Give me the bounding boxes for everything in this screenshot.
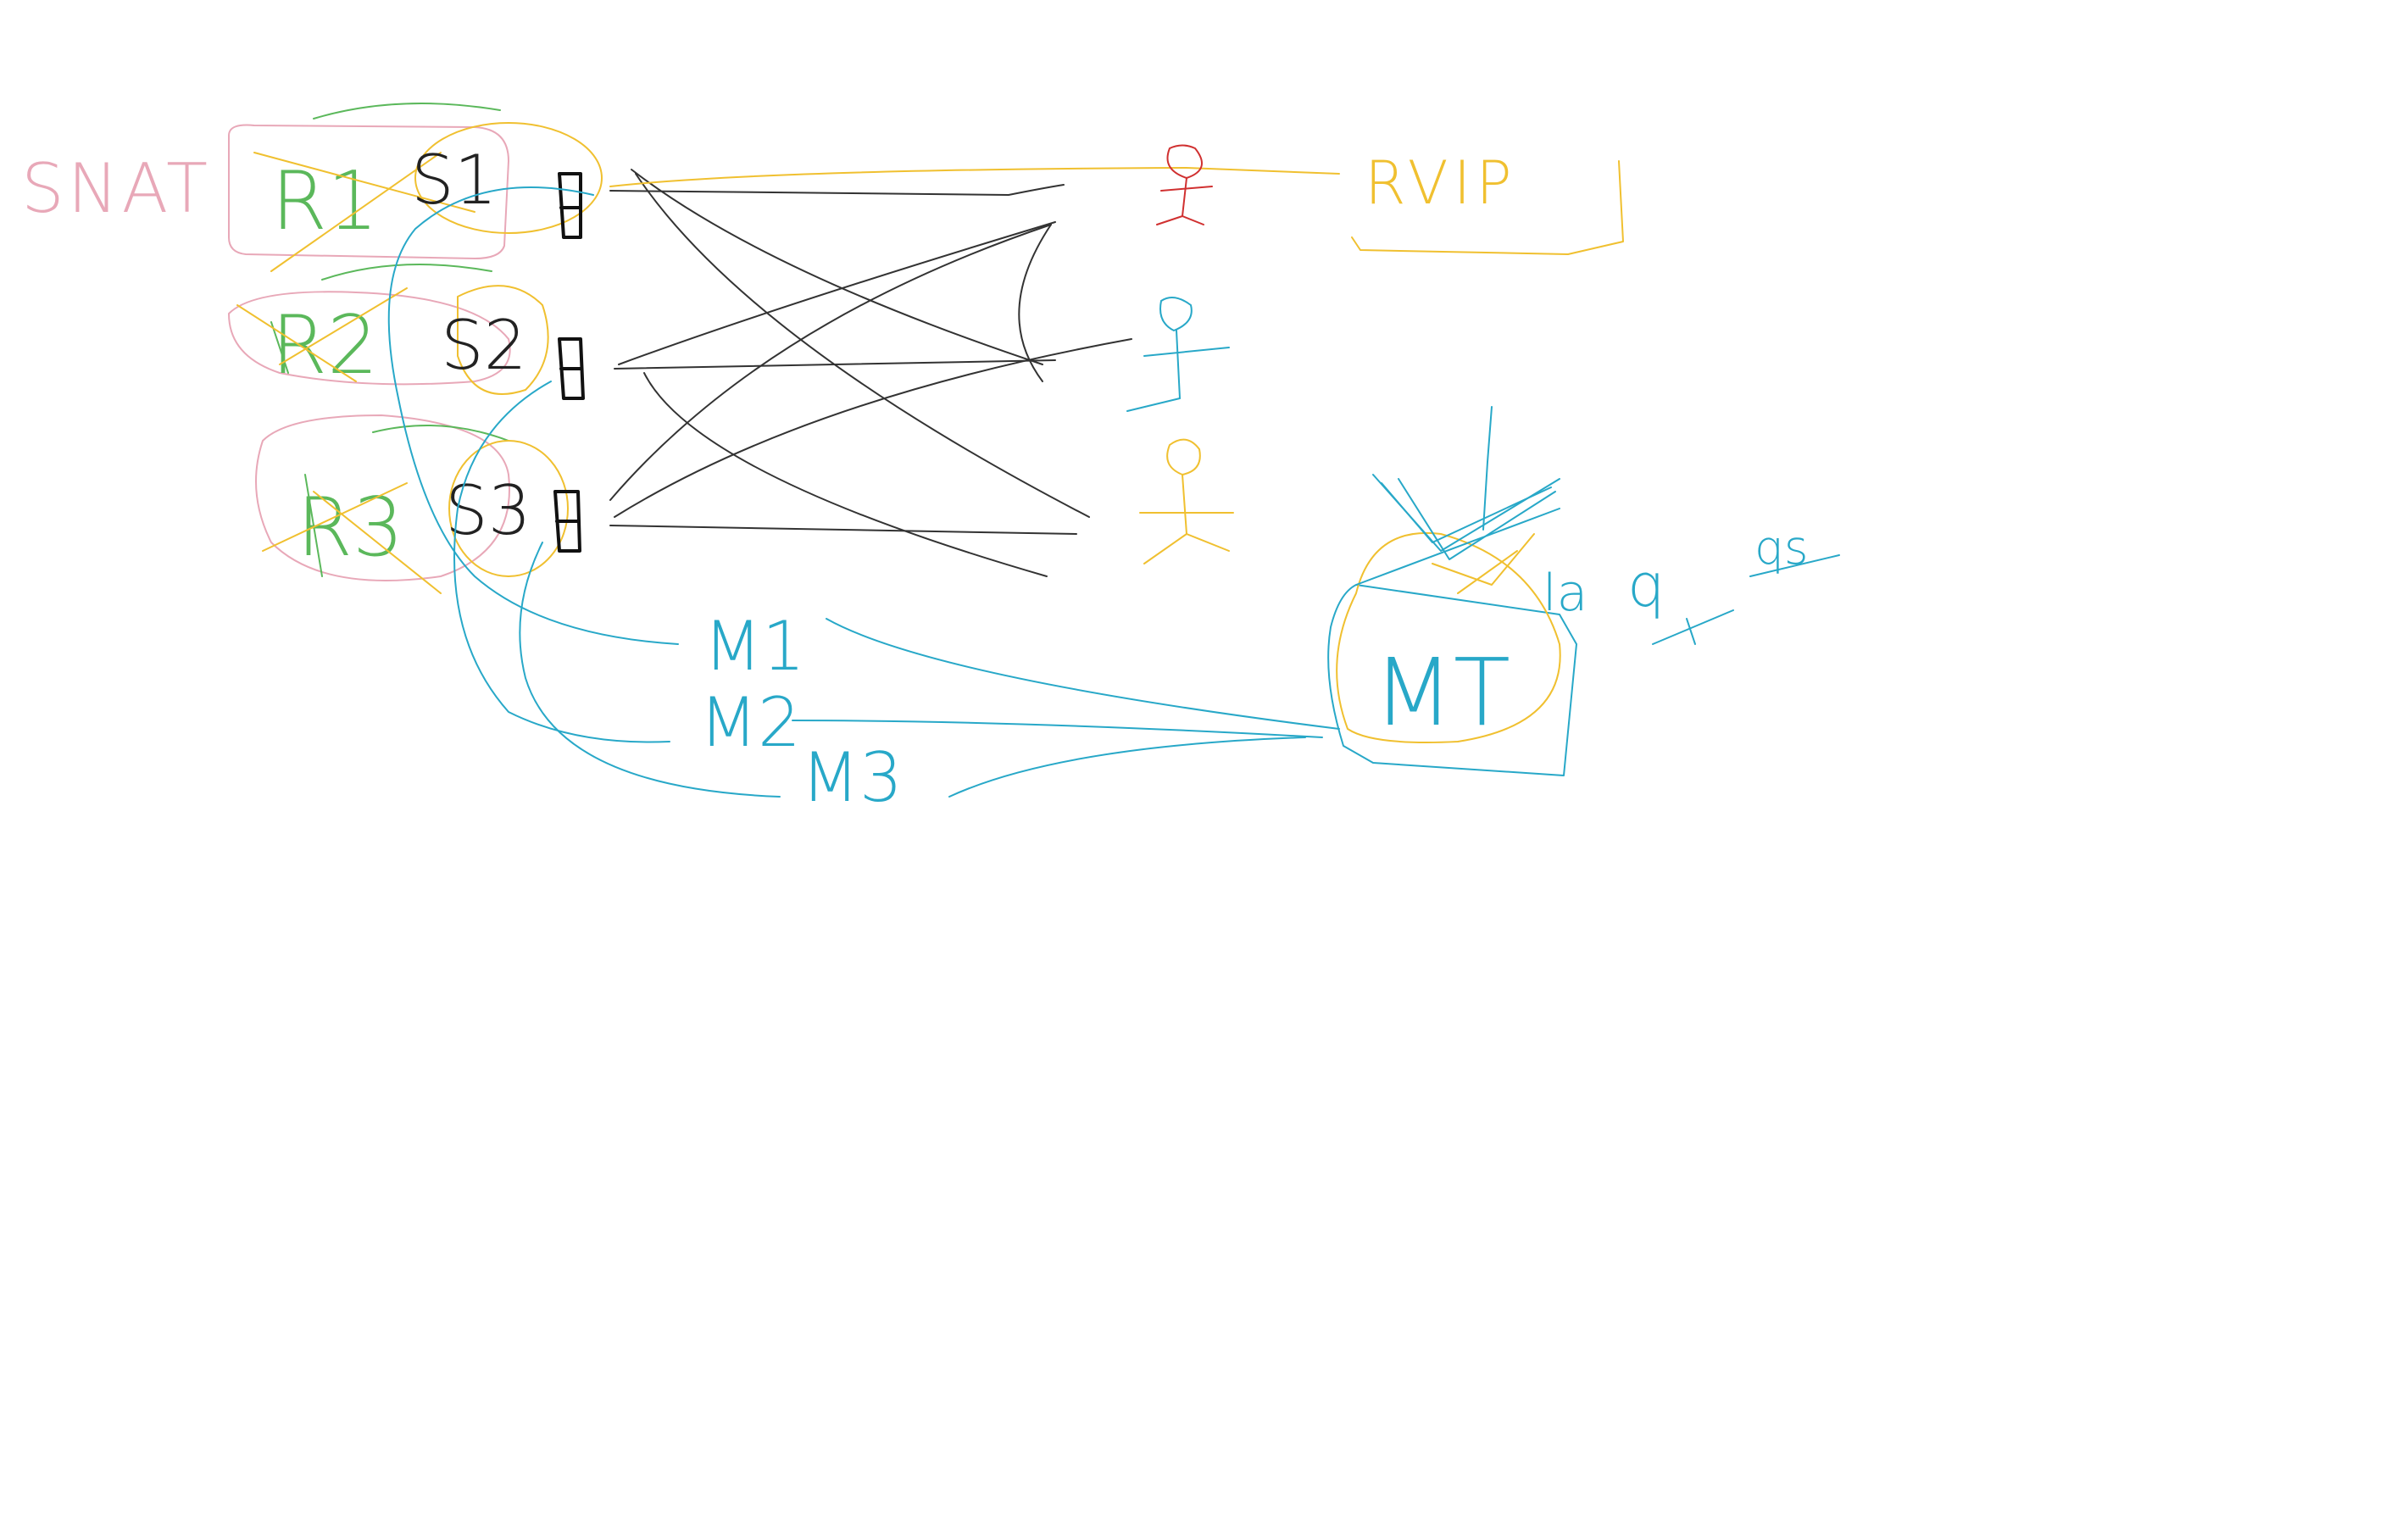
target-note-strokes xyxy=(1652,554,1840,645)
target-note-qs: qs xyxy=(1754,520,1809,575)
module-links xyxy=(387,186,1340,798)
router-label-r2: R2 xyxy=(271,299,378,392)
rvip-bracket xyxy=(1351,160,1624,255)
target-note-q: q xyxy=(1627,551,1665,620)
snat-label: SNAT xyxy=(21,149,211,228)
connection-lines xyxy=(609,169,1132,577)
port-boxes xyxy=(553,172,585,553)
module-label-m2: M2 xyxy=(699,683,801,762)
target-label: MT xyxy=(1373,638,1510,747)
host-figure-blue xyxy=(1126,297,1230,412)
source-circles xyxy=(414,122,603,577)
router-boxes xyxy=(228,124,511,581)
router-crossouts xyxy=(236,152,475,594)
rvip-link xyxy=(609,167,1340,187)
rvip-label: RVIP xyxy=(1365,148,1517,218)
host-figure-yellow xyxy=(1139,438,1234,564)
target-antenna xyxy=(1355,406,1560,586)
module-label-m1: M1 xyxy=(703,607,805,686)
target-yellow-marks xyxy=(1432,533,1535,594)
source-label-s2: S2 xyxy=(441,306,527,385)
router-scribbles xyxy=(270,103,509,577)
target-note-la: la xyxy=(1543,564,1588,623)
source-label-s3: S3 xyxy=(445,471,531,550)
source-label-s1: S1 xyxy=(411,141,498,220)
module-label-m3: M3 xyxy=(801,738,903,817)
host-figure-red xyxy=(1156,144,1213,225)
